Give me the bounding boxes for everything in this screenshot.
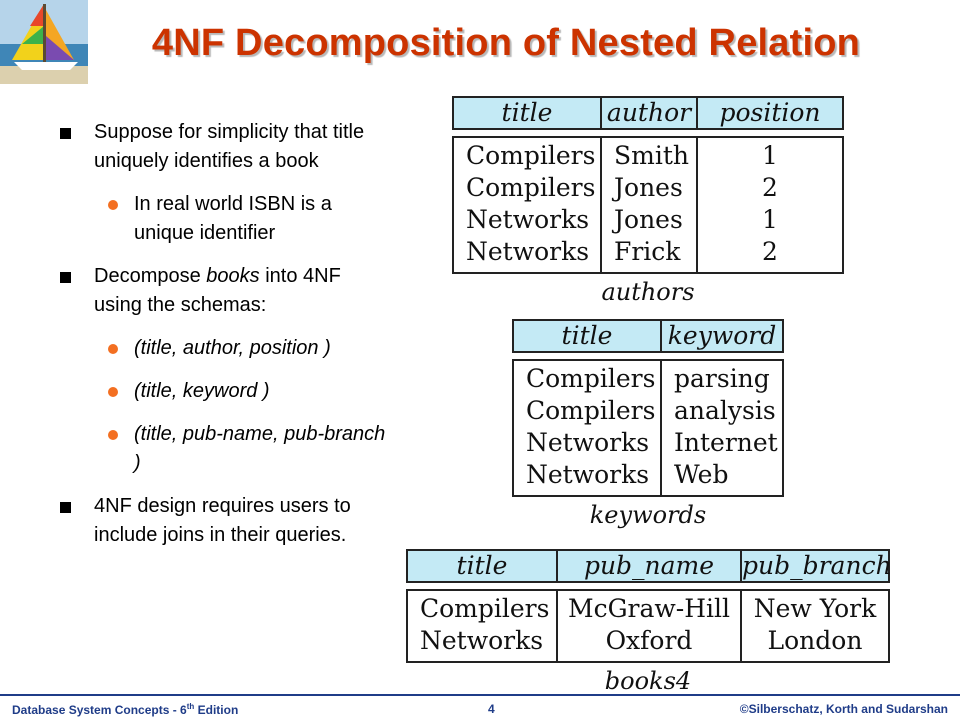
table-cell: Internet xyxy=(674,428,778,457)
footer-book-title-post: Edition xyxy=(194,703,239,717)
table-cell: London xyxy=(767,626,863,655)
table-cell: Networks xyxy=(526,428,650,457)
authors-col-title: Compilers Compilers Networks Networks xyxy=(454,138,602,272)
footer-book-title: Database System Concepts - 6th Edition xyxy=(12,702,238,717)
keywords-header-title: title xyxy=(514,321,662,351)
table-cell: Jones xyxy=(614,173,683,202)
table-cell: Networks xyxy=(466,205,590,234)
table-cell: Jones xyxy=(614,205,683,234)
table-cell: Networks xyxy=(466,237,590,266)
table-cell: Compilers xyxy=(526,396,656,425)
table-cell: 1 xyxy=(762,205,778,234)
footer-divider xyxy=(0,694,960,696)
footer-copyright: ©Silberschatz, Korth and Sudarshan xyxy=(739,702,948,716)
sailboat-logo xyxy=(0,0,88,84)
authors-header-position: position xyxy=(719,98,821,127)
sub-bullet-schema-books4: (title, pub-name, pub-branch ) xyxy=(60,420,390,478)
books4-header-pub-branch: pub_branch xyxy=(742,551,892,580)
table-cell: 2 xyxy=(762,173,778,202)
bullet-decompose: Decompose books into 4NF using the schem… xyxy=(60,262,390,320)
keywords-caption: keywords xyxy=(589,501,707,529)
keywords-header: title keyword xyxy=(512,319,784,353)
bullet-decompose-post: into 4NF using the schemas: xyxy=(94,265,341,316)
books4-header: title pub_name pub_branch xyxy=(406,549,892,583)
table-cell: Compilers xyxy=(466,141,596,170)
authors-col-author: Smith Jones Jones Frick xyxy=(602,138,698,272)
slide-title: 4NF Decomposition of Nested Relation xyxy=(151,22,861,64)
page-number: 4 xyxy=(488,702,495,716)
table-cell: Frick xyxy=(614,237,681,266)
sub-bullet-isbn: In real world ISBN is a unique identifie… xyxy=(60,190,390,248)
sub-bullet-schema-keywords: (title, keyword ) xyxy=(60,377,390,406)
keywords-body: Compilers Compilers Networks Networks pa… xyxy=(512,359,784,497)
table-cell: 2 xyxy=(762,237,778,266)
table-cell: 1 xyxy=(762,141,778,170)
bullet-decompose-books: books xyxy=(206,265,260,287)
table-cell: Compilers xyxy=(466,173,596,202)
books4-header-title: title xyxy=(408,551,558,581)
authors-header-title: title xyxy=(454,98,602,128)
books4-col-pub-branch: New York London xyxy=(742,591,888,661)
authors-header-author: author xyxy=(602,98,698,128)
authors-header: title author position xyxy=(452,96,844,130)
books4-col-pub-name: McGraw-Hill Oxford xyxy=(558,591,742,661)
bullet-joins: 4NF design requires users to include joi… xyxy=(60,492,390,550)
books4-body: Compilers Networks McGraw-Hill Oxford Ne… xyxy=(406,589,890,663)
keywords-col-keyword: parsing analysis Internet Web xyxy=(662,361,782,495)
table-cell: Compilers xyxy=(420,594,550,623)
authors-relation: title author position Compilers Compiler… xyxy=(452,96,844,306)
authors-col-position: 1 2 1 2 xyxy=(698,138,842,272)
bullet-list: Suppose for simplicity that title unique… xyxy=(60,118,390,564)
keywords-header-keyword: keyword xyxy=(667,321,777,350)
table-cell: analysis xyxy=(674,396,776,425)
table-cell: Networks xyxy=(420,626,544,655)
authors-body: Compilers Compilers Networks Networks Sm… xyxy=(452,136,844,274)
bullet-title-identifies: Suppose for simplicity that title unique… xyxy=(60,118,390,176)
bullet-decompose-pre: Decompose xyxy=(94,265,207,287)
table-cell: New York xyxy=(753,594,877,623)
table-cell: Networks xyxy=(526,460,650,489)
books4-col-title: Compilers Networks xyxy=(408,591,558,661)
books4-header-pub-name: pub_name xyxy=(558,551,742,581)
table-cell: McGraw-Hill xyxy=(567,594,731,623)
authors-caption: authors xyxy=(601,278,695,306)
books4-caption: books4 xyxy=(604,667,692,695)
books4-relation: title pub_name pub_branch Compilers Netw… xyxy=(406,549,892,695)
table-cell: Smith xyxy=(614,141,689,170)
footer-book-title-pre: Database System Concepts - 6 xyxy=(12,703,187,717)
table-cell: Oxford xyxy=(605,626,693,655)
sub-bullet-schema-authors: (title, author, position ) xyxy=(60,334,390,363)
slide-footer: Database System Concepts - 6th Edition 4… xyxy=(0,690,960,720)
footer-edition-sup: th xyxy=(186,702,195,711)
table-cell: parsing xyxy=(674,364,770,393)
table-cell: Web xyxy=(674,460,729,489)
table-cell: Compilers xyxy=(526,364,656,393)
keywords-col-title: Compilers Compilers Networks Networks xyxy=(514,361,662,495)
keywords-relation: title keyword Compilers Compilers Networ… xyxy=(512,319,784,529)
